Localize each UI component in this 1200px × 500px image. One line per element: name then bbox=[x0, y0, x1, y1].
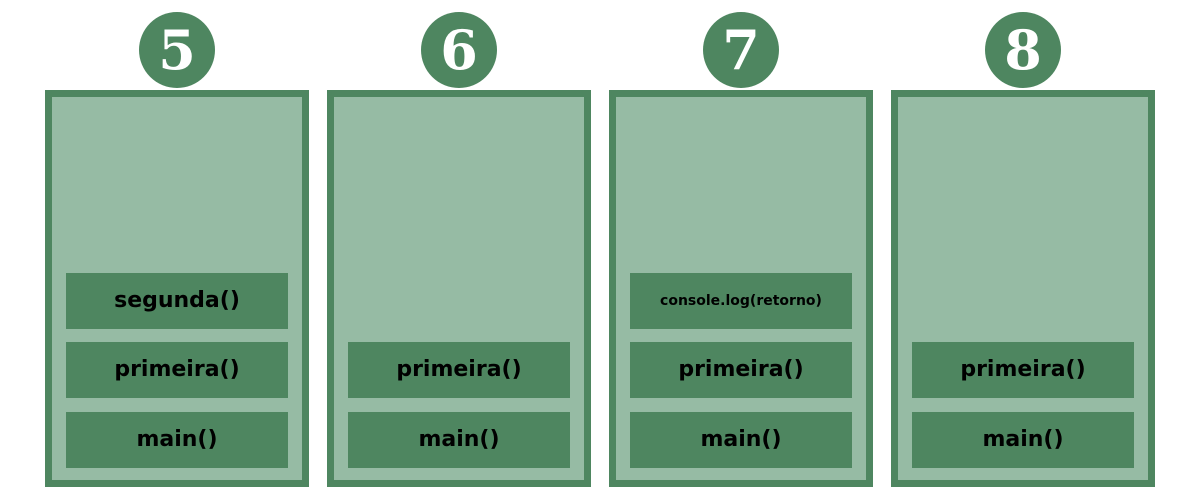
stack-frame-primeira: primeira() bbox=[630, 342, 852, 398]
step-number-badge: 5 bbox=[139, 12, 215, 88]
stack-frame-console-log: console.log(retorno) bbox=[630, 273, 852, 329]
stack-frame-segunda: segunda() bbox=[66, 273, 288, 329]
step-number-badge: 7 bbox=[703, 12, 779, 88]
stack-frame-primeira: primeira() bbox=[66, 342, 288, 398]
call-stack: segunda() primeira() main() bbox=[45, 90, 309, 487]
call-stack-step-6: 6 primeira() main() bbox=[327, 0, 591, 500]
call-stack-step-7: 7 console.log(retorno) primeira() main() bbox=[609, 0, 873, 500]
call-stack-step-8: 8 primeira() main() bbox=[891, 0, 1155, 500]
stack-frame-primeira: primeira() bbox=[348, 342, 570, 398]
stack-frame-main: main() bbox=[630, 412, 852, 468]
call-stack-step-5: 5 segunda() primeira() main() bbox=[45, 0, 309, 500]
stack-frame-main: main() bbox=[348, 412, 570, 468]
step-number-badge: 8 bbox=[985, 12, 1061, 88]
stack-frame-main: main() bbox=[912, 412, 1134, 468]
call-stack: primeira() main() bbox=[891, 90, 1155, 487]
stack-frame-main: main() bbox=[66, 412, 288, 468]
call-stack: primeira() main() bbox=[327, 90, 591, 487]
stack-frame-primeira: primeira() bbox=[912, 342, 1134, 398]
call-stack: console.log(retorno) primeira() main() bbox=[609, 90, 873, 487]
step-number-badge: 6 bbox=[421, 12, 497, 88]
